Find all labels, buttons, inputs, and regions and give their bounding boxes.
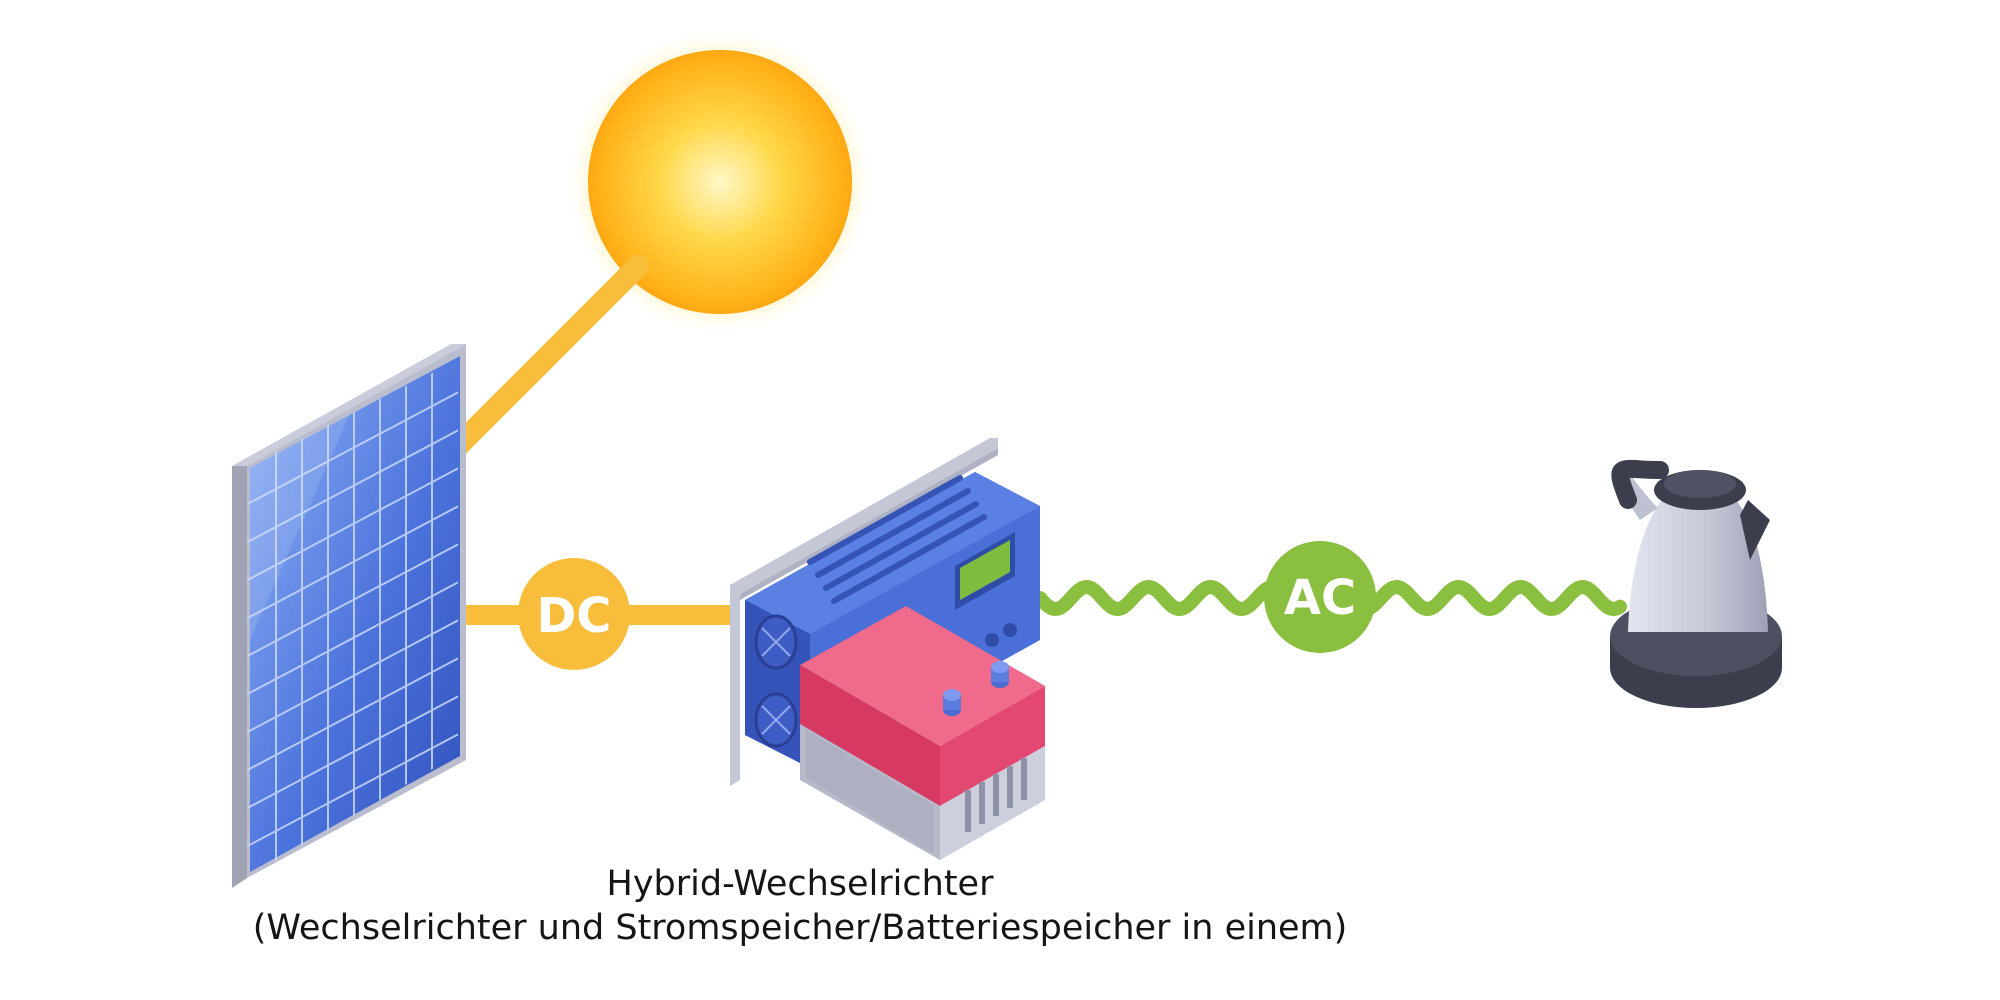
solar-panel-icon bbox=[232, 344, 466, 888]
dc-label: DC bbox=[536, 588, 611, 644]
dc-connection: DC bbox=[460, 558, 738, 670]
caption-title: Hybrid-Wechselrichter bbox=[606, 864, 994, 904]
caption-subtitle: (Wechselrichter und Stromspeicher/Batter… bbox=[252, 908, 1348, 948]
kettle-icon bbox=[1610, 459, 1782, 708]
dc-badge bbox=[518, 558, 630, 670]
ac-connection: AC bbox=[1033, 541, 1627, 653]
battery-icon bbox=[800, 606, 1045, 860]
ac-label: AC bbox=[1284, 570, 1356, 626]
ac-badge bbox=[1264, 541, 1376, 653]
sun-icon bbox=[570, 32, 870, 332]
